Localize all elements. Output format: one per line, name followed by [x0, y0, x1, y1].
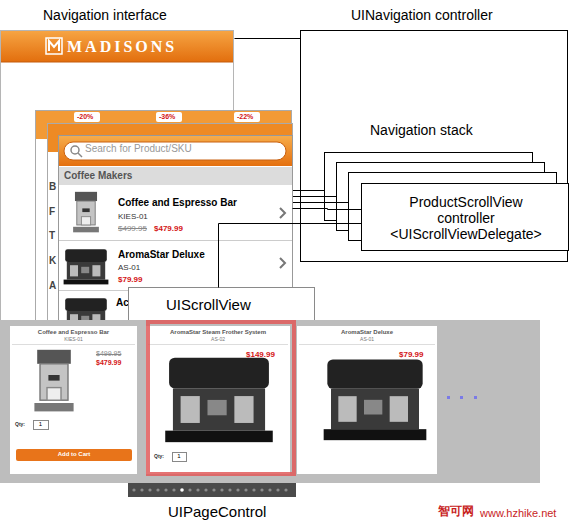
product-image [34, 350, 73, 412]
node-text: Add to Cart [16, 451, 132, 458]
node-text: Coffee and Espresso Bar [118, 197, 237, 209]
navigation-controller: UINavigation controllerProductScrollView… [300, 30, 568, 262]
node-text: 1 [172, 453, 186, 460]
node-text: 1 [33, 421, 48, 428]
node-text: Qty: [15, 422, 25, 428]
node-text: AromaStar Steam Frother System [146, 329, 290, 336]
page-card [10, 326, 137, 474]
node-text: $499.95 [118, 224, 147, 233]
label-text: -36% [159, 113, 175, 121]
label-text: Navigation stack [370, 122, 473, 138]
more-dot [447, 396, 450, 399]
node-text: AS-01 [118, 263, 140, 272]
qty-box [34, 421, 49, 430]
label-text: -20% [77, 113, 93, 121]
product-page: AromaStar Steam Frother SystemAS-02 $149.… [146, 326, 290, 474]
node-text: Qty: [154, 454, 164, 460]
node-text: Search for Product/SKU [85, 143, 192, 155]
product-page: Coffee and Espresso BarKIES-01 $499.95$47… [10, 326, 137, 474]
node-text: $479.99 [96, 359, 121, 367]
page-card [297, 326, 437, 474]
scroll-strip [0, 320, 540, 483]
label-text: -22% [237, 113, 253, 121]
node-text: AromaStar Deluxe [297, 329, 437, 336]
label-text: 智可网 [438, 505, 474, 519]
page-control-band [128, 483, 296, 497]
chevron [280, 208, 285, 268]
page-control: UIPageControl [128, 483, 296, 497]
badge-tag [234, 112, 260, 122]
node-text: Ac [116, 297, 129, 309]
node-text: $479.99 [154, 224, 183, 233]
cart-button [16, 449, 132, 461]
product-image [165, 358, 273, 442]
node-text: MADISONS [67, 38, 177, 56]
node-text: AS-02 [146, 337, 290, 343]
label-text: A [49, 280, 56, 292]
label-text: K [49, 255, 56, 267]
controller-box: ProductScrollView controller <UIScrollVi… [361, 183, 569, 251]
qty-box [173, 453, 187, 462]
node-text: AromaStar Deluxe [118, 249, 205, 261]
node-text: AS-01 [297, 337, 437, 343]
node-text: $149.99 [246, 350, 275, 359]
node-text: KIES-01 [10, 337, 137, 343]
label-text: F [49, 206, 55, 218]
current-page-dot [180, 488, 184, 492]
page-card [146, 326, 290, 474]
label-text: T [49, 230, 55, 242]
node-text: UIScrollView [166, 296, 251, 313]
node-text: ProductScrollView controller <UIScrollVi… [381, 194, 551, 242]
product-image [324, 360, 427, 441]
node-text: KIES-01 [118, 212, 148, 221]
label-text: www.hzhike.net [480, 507, 556, 520]
node-text: $79.99 [118, 275, 142, 284]
scroll-view-box: UIScrollView [128, 287, 315, 327]
node-text: Coffee Makers [64, 170, 132, 182]
more-dot [460, 396, 463, 399]
node-text: Navigation interface [43, 7, 167, 23]
node-text: $79.99 [399, 350, 423, 359]
highlight-box [148, 322, 294, 474]
page-divider [12, 344, 435, 345]
label-text: B [49, 181, 56, 193]
product-page: AromaStar DeluxeAS-01 $79.99 [297, 326, 437, 474]
more-dot [474, 396, 477, 399]
node-text: $499.95 [96, 350, 121, 358]
node-text: Coffee and Espresso Bar [10, 329, 137, 336]
page-dots [132, 488, 287, 491]
node-text: UIPageControl [168, 503, 266, 520]
node-text: UINavigation controller [351, 7, 493, 23]
connector-line [235, 38, 301, 39]
